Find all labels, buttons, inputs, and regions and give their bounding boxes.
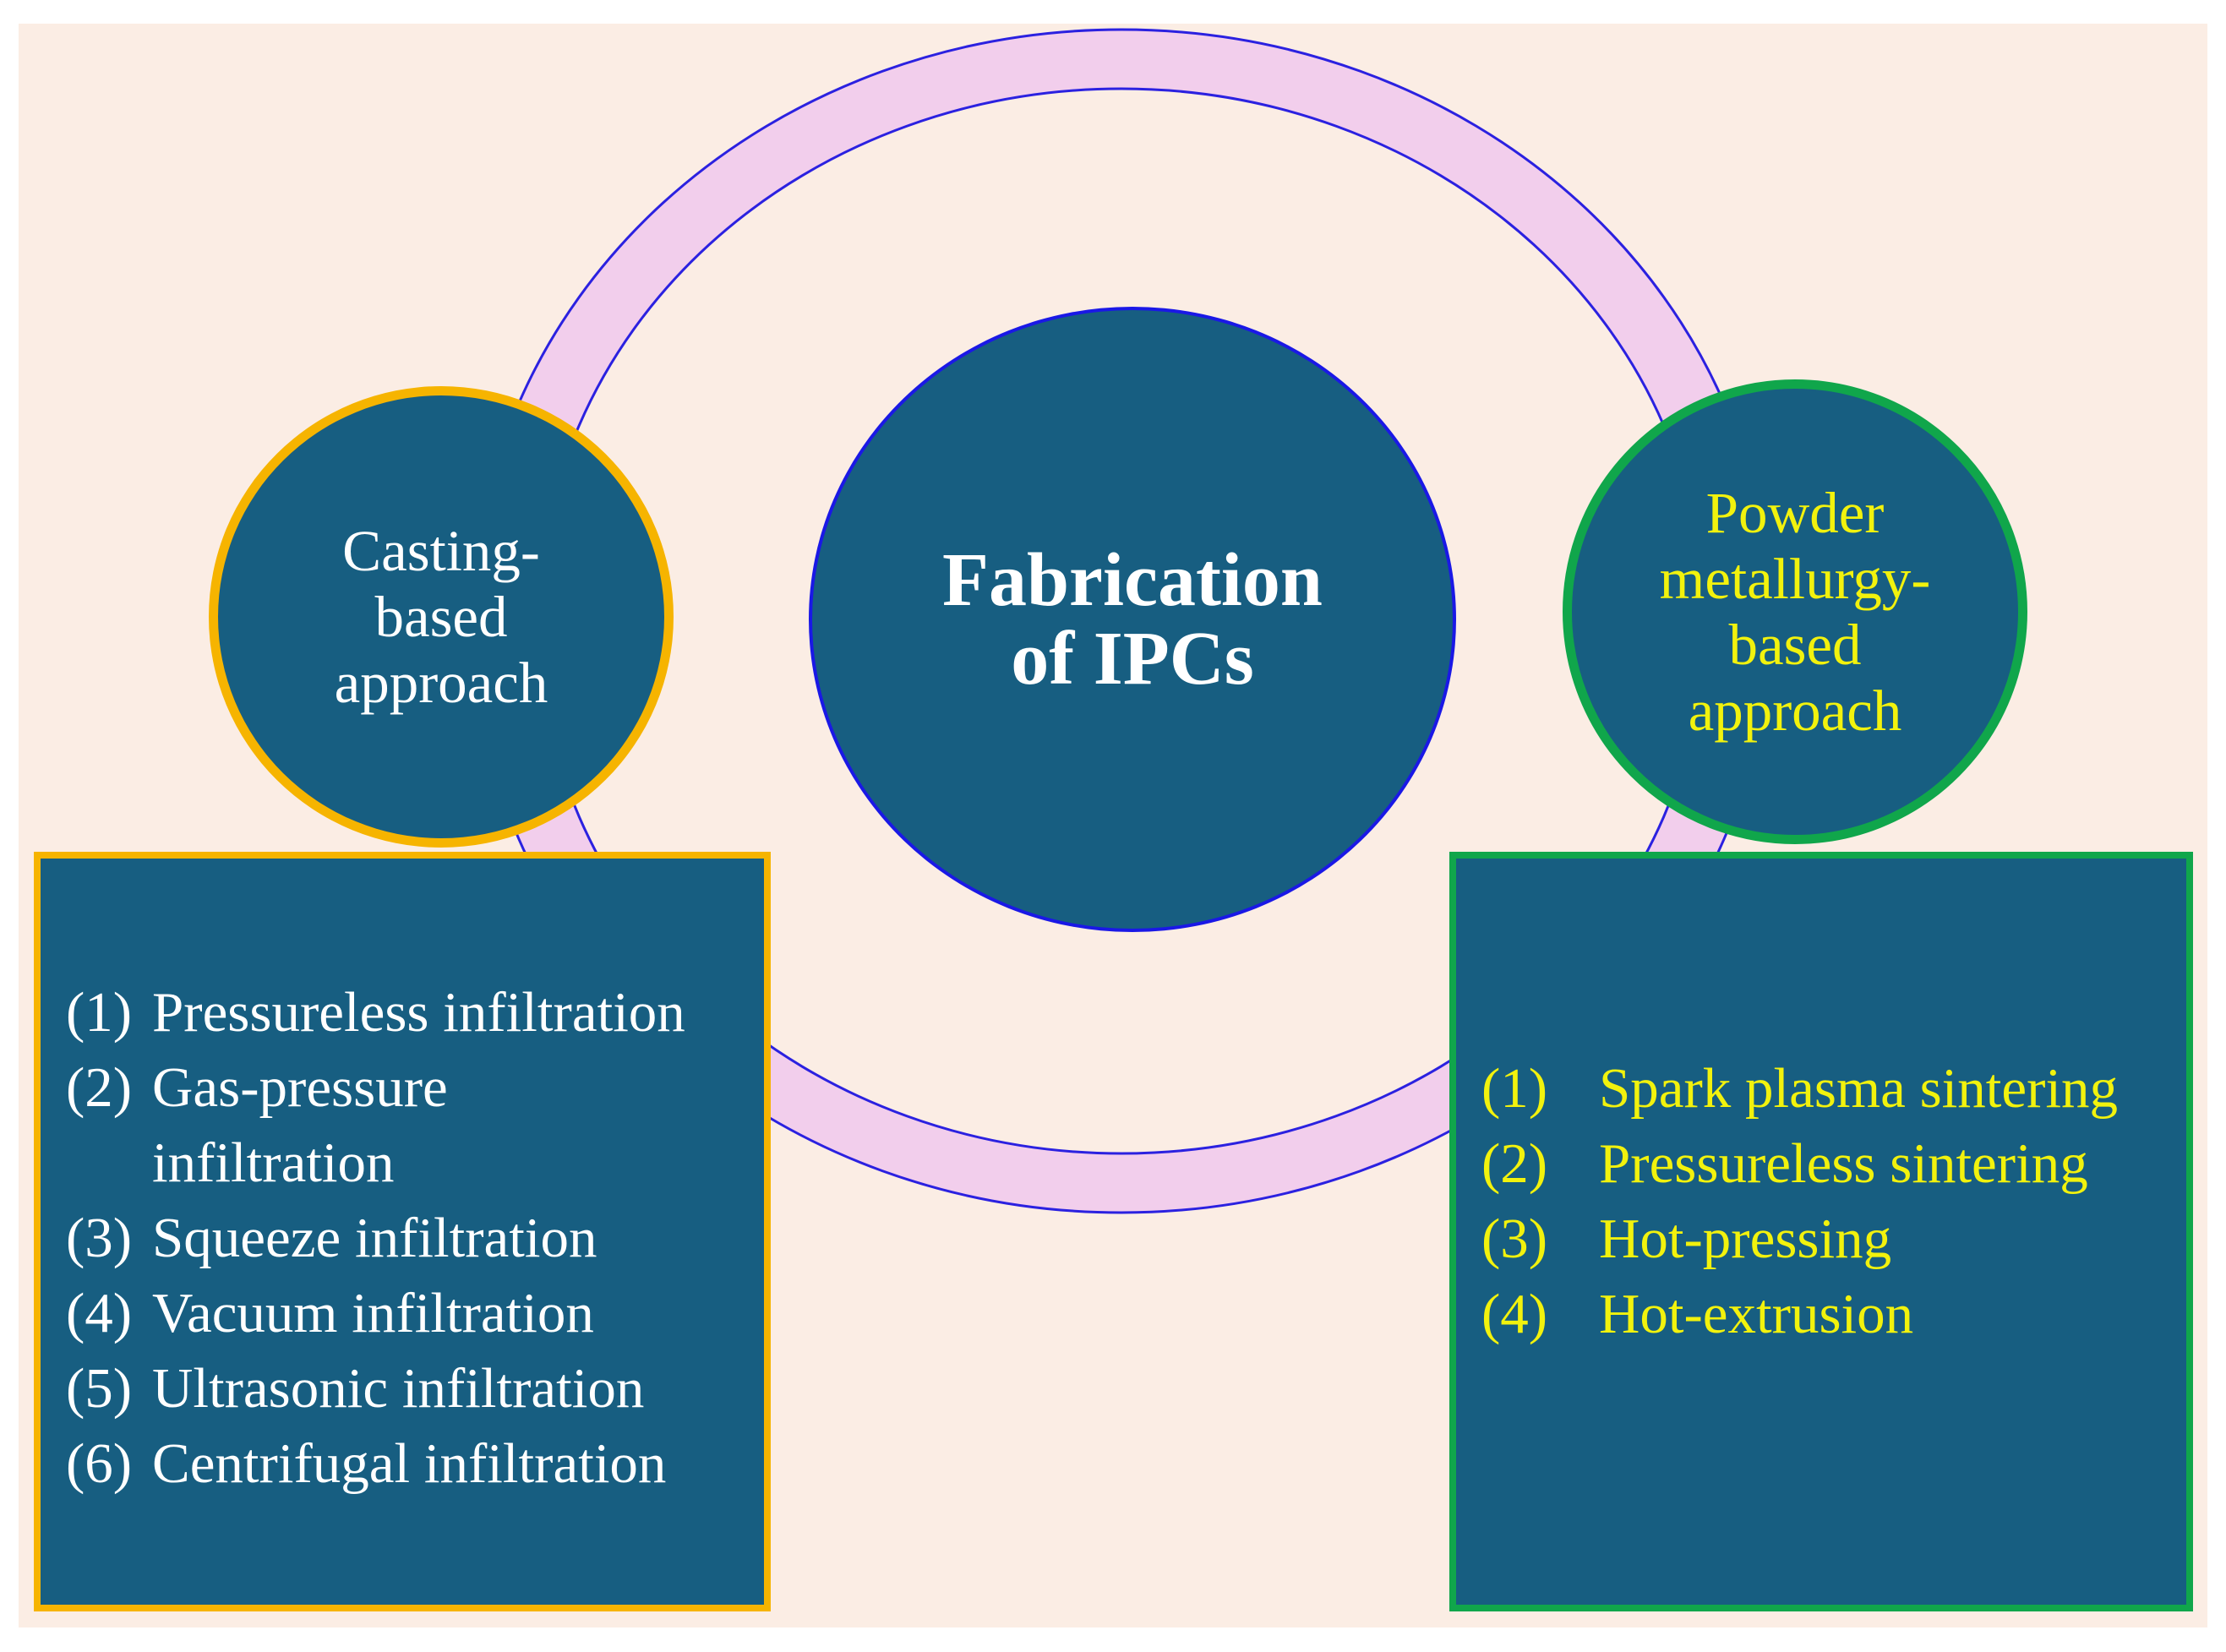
method-label: Squeeze infiltration bbox=[152, 1207, 597, 1269]
method-label: Ultrasonic infiltration bbox=[152, 1357, 645, 1420]
method-number: (5) bbox=[66, 1357, 133, 1420]
center-title-line: Fabrication bbox=[942, 538, 1323, 622]
powder-title-line: metallurgy- bbox=[1659, 547, 1931, 611]
casting-title-line: based bbox=[374, 585, 508, 649]
method-label: Hot-pressing bbox=[1599, 1208, 1892, 1270]
method-label: Vacuum infiltration bbox=[152, 1282, 594, 1344]
powder-title-line: Powder bbox=[1705, 481, 1885, 545]
powder-title-line: based bbox=[1728, 613, 1862, 677]
center-title: Fabrication of IPCs bbox=[942, 541, 1323, 698]
powder-method-item: (3) Hot-pressing bbox=[1481, 1202, 2174, 1277]
casting-methods-box: (1) Pressureless infiltration (2) Gas-pr… bbox=[34, 852, 771, 1611]
method-number: (3) bbox=[66, 1207, 133, 1269]
powder-methods-list: (1) Spark plasma sintering (2) Pressurel… bbox=[1481, 1051, 2174, 1352]
powder-title: Powder metallurgy- based approach bbox=[1660, 480, 1931, 744]
casting-method-item: (3) Squeeze infiltration bbox=[66, 1201, 759, 1276]
powder-method-item: (4) Hot-extrusion bbox=[1481, 1277, 2174, 1352]
casting-method-item: (5) Ultrasonic infiltration bbox=[66, 1351, 759, 1426]
method-number: (1) bbox=[1481, 1057, 1548, 1120]
method-number: (1) bbox=[66, 981, 133, 1044]
casting-title-line: approach bbox=[334, 651, 548, 715]
casting-method-item: (2) Gas-pressure infiltration bbox=[66, 1050, 759, 1201]
powder-method-item: (2) Pressureless sintering bbox=[1481, 1126, 2174, 1202]
method-number: (4) bbox=[1481, 1283, 1548, 1345]
center-title-line: of IPCs bbox=[1011, 617, 1254, 701]
powder-node: Powder metallurgy- based approach bbox=[1563, 379, 2027, 844]
casting-node: Casting- based approach bbox=[209, 386, 674, 848]
casting-method-item: (4) Vacuum infiltration bbox=[66, 1276, 759, 1351]
casting-method-item: (1) Pressureless infiltration bbox=[66, 975, 759, 1050]
powder-title-line: approach bbox=[1688, 679, 1902, 743]
method-number: (4) bbox=[66, 1282, 133, 1344]
casting-method-item: (6) Centrifugal infiltration bbox=[66, 1426, 759, 1502]
method-label: Gas-pressure infiltration bbox=[152, 1056, 448, 1194]
method-label: Pressureless sintering bbox=[1599, 1132, 2088, 1195]
method-label: Pressureless infiltration bbox=[152, 981, 685, 1044]
powder-method-item: (1) Spark plasma sintering bbox=[1481, 1051, 2174, 1126]
casting-methods-list: (1) Pressureless infiltration (2) Gas-pr… bbox=[66, 975, 759, 1502]
method-label: Spark plasma sintering bbox=[1599, 1057, 2119, 1120]
method-label: Hot-extrusion bbox=[1599, 1283, 1914, 1345]
powder-methods-box: (1) Spark plasma sintering (2) Pressurel… bbox=[1449, 852, 2193, 1611]
method-number: (2) bbox=[1481, 1132, 1548, 1195]
method-number: (2) bbox=[66, 1056, 133, 1119]
casting-title: Casting- based approach bbox=[335, 518, 548, 716]
method-label: Centrifugal infiltration bbox=[152, 1432, 667, 1495]
center-node: Fabrication of IPCs bbox=[809, 307, 1456, 932]
casting-title-line: Casting- bbox=[342, 519, 540, 583]
method-number: (3) bbox=[1481, 1208, 1548, 1270]
method-number: (6) bbox=[66, 1432, 133, 1495]
